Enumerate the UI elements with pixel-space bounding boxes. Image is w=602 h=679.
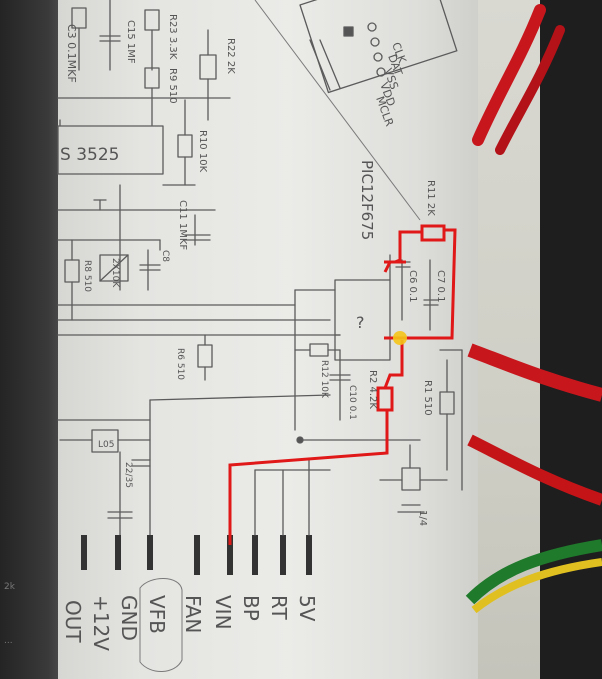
annotation-bubble	[139, 578, 183, 672]
red-cable	[467, 4, 602, 506]
top-left-components	[57, 0, 341, 541]
connector-label-5v: 5V	[295, 595, 319, 622]
label-c3: C3 0.1MKF	[65, 24, 78, 83]
left-background	[0, 0, 60, 679]
ic-pic-label: PIC12F675	[358, 160, 376, 240]
connector-label-gnd: GND	[117, 595, 141, 641]
connector-label-vfb: VFB	[145, 595, 169, 634]
label-r11: R11 2K	[425, 180, 436, 216]
connector-label-vin: VIN	[211, 595, 235, 630]
label-r9: R9 510	[167, 68, 178, 104]
label-c15: C15 1MF	[125, 20, 136, 64]
label-r10: R10 10K	[197, 130, 208, 173]
connector-label-fan: FAN	[181, 595, 205, 633]
label-r8: R8 510	[82, 260, 92, 292]
label-r22: R22 2K	[225, 38, 236, 74]
green-yellow-cable	[465, 539, 602, 614]
label-c10: C10 0.1	[347, 385, 357, 420]
label-r12: R12 10K	[319, 360, 329, 399]
label-c6: C6 0.1	[407, 270, 418, 302]
left-margin-label: ...	[4, 636, 13, 646]
label-c11: C11 1MKF	[177, 200, 188, 250]
label-c8: C8	[160, 250, 170, 262]
left-margin-label: 2k	[4, 582, 15, 592]
paper-fold-line	[254, 0, 421, 221]
label-trim: 2X10K	[110, 258, 120, 288]
connector-label-rt: RT	[267, 595, 291, 620]
programming-header	[299, 0, 458, 94]
highlighted-trace	[228, 224, 457, 545]
ic-s3525-label: S 3525	[60, 145, 119, 165]
label-l05: L05	[98, 440, 114, 450]
label-diode: 1/4	[417, 510, 428, 526]
connector-label-12v: +12V	[89, 595, 113, 651]
label-r2: R2 4.2K	[367, 370, 378, 409]
connector-label-out: OUT	[61, 600, 85, 643]
label-r6: R6 510	[175, 348, 185, 380]
label-r1: R1 510	[422, 380, 433, 416]
ic-pic-marker: ?	[356, 313, 365, 332]
label-22-35: 22/35	[123, 462, 133, 488]
connector-pins	[81, 459, 331, 672]
junction-marker	[393, 331, 407, 345]
label-r23: R23 3.3K	[167, 14, 178, 60]
connector-label-bp: BP	[239, 595, 263, 621]
label-c7: C7 0.1	[435, 270, 446, 302]
